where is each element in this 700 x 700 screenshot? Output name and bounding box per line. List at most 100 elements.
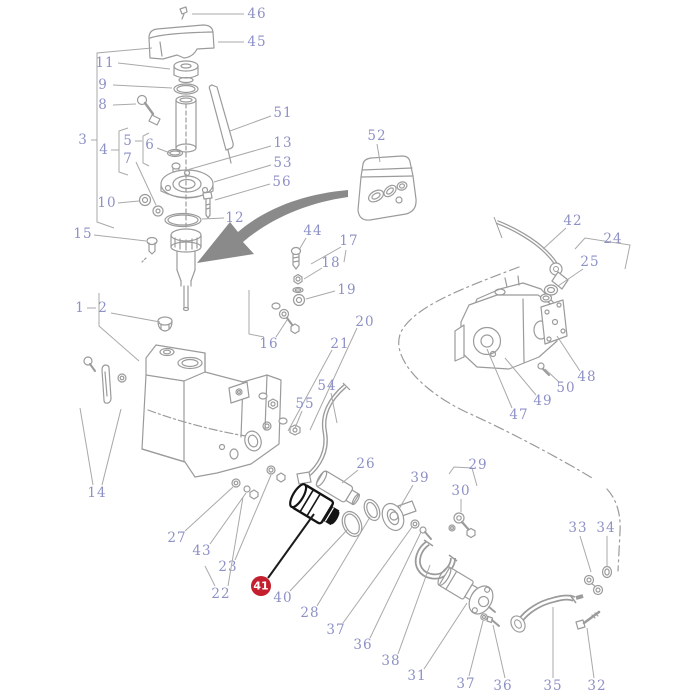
callout-41-highlighted[interactable]: 41 <box>251 576 271 596</box>
callout-label[interactable]: 36 <box>353 637 372 653</box>
callout-label[interactable]: 46 <box>247 6 266 22</box>
callout-7[interactable]: 7 <box>123 151 133 167</box>
callout-label[interactable]: 1 <box>75 300 85 316</box>
callout-label[interactable]: 42 <box>563 213 582 229</box>
callout-label[interactable]: 6 <box>145 137 155 153</box>
callout-34[interactable]: 34 <box>596 520 615 536</box>
callout-label[interactable]: 19 <box>337 282 356 298</box>
callout-label[interactable]: 56 <box>272 174 291 190</box>
callout-17[interactable]: 17 <box>339 233 358 249</box>
callout-label[interactable]: 9 <box>98 77 108 93</box>
callout-label[interactable]: 24 <box>603 231 622 247</box>
callout-51[interactable]: 51 <box>273 105 292 121</box>
callout-20[interactable]: 20 <box>355 314 374 330</box>
callout-label[interactable]: 12 <box>225 210 244 226</box>
callout-13[interactable]: 13 <box>273 135 292 151</box>
callout-label[interactable]: 15 <box>73 226 92 242</box>
callout-36[interactable]: 36 <box>353 637 372 653</box>
callout-40[interactable]: 40 <box>273 590 292 606</box>
callout-label[interactable]: 10 <box>97 195 116 211</box>
callout-label[interactable]: 11 <box>95 55 114 71</box>
callout-label[interactable]: 17 <box>339 233 358 249</box>
callout-label[interactable]: 25 <box>580 254 599 270</box>
callout-9[interactable]: 9 <box>98 77 108 93</box>
callout-label[interactable]: 13 <box>273 135 292 151</box>
callout-label[interactable]: 32 <box>587 678 606 694</box>
callout-6[interactable]: 6 <box>145 137 155 153</box>
callout-14[interactable]: 14 <box>87 485 106 501</box>
callout-label[interactable]: 31 <box>407 668 426 684</box>
callout-43[interactable]: 43 <box>192 543 211 559</box>
callout-label[interactable]: 5 <box>123 133 133 149</box>
callout-42[interactable]: 42 <box>563 213 582 229</box>
callout-26[interactable]: 26 <box>356 456 375 472</box>
callout-8[interactable]: 8 <box>98 97 108 113</box>
callout-37[interactable]: 37 <box>326 622 345 638</box>
callout-label[interactable]: 7 <box>123 151 133 167</box>
callout-label[interactable]: 27 <box>167 530 186 546</box>
callout-label[interactable]: 14 <box>87 485 106 501</box>
callout-48[interactable]: 48 <box>577 369 596 385</box>
callout-5[interactable]: 5 <box>123 133 133 149</box>
callout-label[interactable]: 47 <box>509 407 528 423</box>
callout-label[interactable]: 29 <box>468 457 487 473</box>
callout-18[interactable]: 18 <box>321 255 340 271</box>
callout-53[interactable]: 53 <box>273 155 292 171</box>
callout-label[interactable]: 51 <box>273 105 292 121</box>
callout-label[interactable]: 50 <box>556 380 575 396</box>
callout-label[interactable]: 34 <box>596 520 615 536</box>
callout-label[interactable]: 53 <box>273 155 292 171</box>
callout-19[interactable]: 19 <box>337 282 356 298</box>
callout-54[interactable]: 54 <box>317 378 336 394</box>
callout-label[interactable]: 44 <box>303 223 322 239</box>
callout-25[interactable]: 25 <box>580 254 599 270</box>
callout-1[interactable]: 1 <box>75 300 85 316</box>
callout-11[interactable]: 11 <box>95 55 114 71</box>
callout-label[interactable]: 39 <box>410 470 429 486</box>
callout-24[interactable]: 24 <box>603 231 622 247</box>
callout-label[interactable]: 18 <box>321 255 340 271</box>
callout-21[interactable]: 21 <box>330 336 349 352</box>
callout-4[interactable]: 4 <box>99 142 109 158</box>
callout-label[interactable]: 37 <box>456 676 475 692</box>
callout-55[interactable]: 55 <box>295 396 314 412</box>
callout-45[interactable]: 45 <box>247 34 266 50</box>
callout-37[interactable]: 37 <box>456 676 475 692</box>
callout-label[interactable]: 22 <box>211 586 230 602</box>
callout-30[interactable]: 30 <box>451 483 470 499</box>
callout-10[interactable]: 10 <box>97 195 116 211</box>
callout-label[interactable]: 43 <box>192 543 211 559</box>
callout-47[interactable]: 47 <box>509 407 528 423</box>
callout-44[interactable]: 44 <box>303 223 322 239</box>
callout-50[interactable]: 50 <box>556 380 575 396</box>
callout-38[interactable]: 38 <box>381 653 400 669</box>
callout-23[interactable]: 23 <box>218 559 237 575</box>
callout-label[interactable]: 45 <box>247 34 266 50</box>
callout-label[interactable]: 35 <box>543 678 562 694</box>
callout-12[interactable]: 12 <box>225 210 244 226</box>
callout-label[interactable]: 54 <box>317 378 336 394</box>
callout-label[interactable]: 33 <box>568 520 587 536</box>
callout-35[interactable]: 35 <box>543 678 562 694</box>
callout-46[interactable]: 46 <box>247 6 266 22</box>
callout-label[interactable]: 21 <box>330 336 349 352</box>
callout-label[interactable]: 40 <box>273 590 292 606</box>
callout-49[interactable]: 49 <box>533 393 552 409</box>
callout-28[interactable]: 28 <box>300 605 319 621</box>
callout-33[interactable]: 33 <box>568 520 587 536</box>
callout-56[interactable]: 56 <box>272 174 291 190</box>
callout-29[interactable]: 29 <box>468 457 487 473</box>
callout-label[interactable]: 37 <box>326 622 345 638</box>
callout-label[interactable]: 20 <box>355 314 374 330</box>
callout-32[interactable]: 32 <box>587 678 606 694</box>
callout-39[interactable]: 39 <box>410 470 429 486</box>
callout-22[interactable]: 22 <box>211 586 230 602</box>
callout-label[interactable]: 52 <box>367 128 386 144</box>
callout-label[interactable]: 30 <box>451 483 470 499</box>
callout-label[interactable]: 49 <box>533 393 552 409</box>
callout-31[interactable]: 31 <box>407 668 426 684</box>
callout-label[interactable]: 2 <box>98 300 108 316</box>
callout-label[interactable]: 38 <box>381 653 400 669</box>
callout-36[interactable]: 36 <box>493 678 512 694</box>
callout-16[interactable]: 16 <box>259 336 278 352</box>
